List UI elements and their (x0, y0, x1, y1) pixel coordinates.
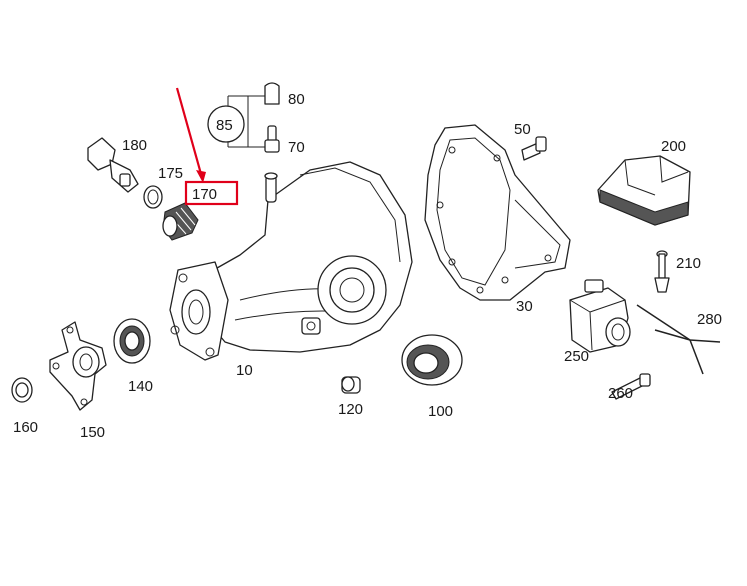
part-180-sensor[interactable] (87, 137, 139, 193)
label-50[interactable]: 50 (514, 121, 531, 138)
part-250-actuator-motor[interactable] (569, 279, 631, 353)
part-50-bolt[interactable] (521, 136, 547, 161)
label-85[interactable]: 85 (216, 117, 233, 134)
label-30[interactable]: 30 (516, 298, 533, 315)
label-100[interactable]: 100 (428, 403, 453, 420)
highlight-callout (175, 87, 239, 206)
part-70-breather-valve[interactable] (248, 125, 280, 153)
label-200[interactable]: 200 (661, 138, 686, 155)
label-10[interactable]: 10 (236, 362, 253, 379)
label-160[interactable]: 160 (13, 419, 38, 436)
label-260[interactable]: 260 (608, 385, 633, 402)
label-150[interactable]: 150 (80, 424, 105, 441)
label-180[interactable]: 180 (122, 137, 147, 154)
label-170[interactable]: 170 (192, 186, 217, 203)
label-120[interactable]: 120 (338, 401, 363, 418)
part-10-differential-housing[interactable] (169, 161, 413, 361)
label-250[interactable]: 250 (564, 348, 589, 365)
arrow-head-icon (196, 170, 206, 183)
label-280[interactable]: 280 (697, 311, 722, 328)
part-100-shaft-seal[interactable] (401, 334, 463, 386)
part-140-seal[interactable] (113, 318, 151, 364)
part-260-screw[interactable] (611, 373, 651, 400)
part-175-seal-ring[interactable] (143, 185, 163, 209)
part-80-breather-cap[interactable] (248, 82, 280, 105)
part-120-bushing[interactable] (341, 376, 361, 394)
part-160-collar-nut[interactable] (11, 377, 33, 403)
label-80[interactable]: 80 (288, 91, 305, 108)
label-175[interactable]: 175 (158, 165, 183, 182)
part-170-threaded-plug[interactable] (162, 202, 199, 241)
label-70[interactable]: 70 (288, 139, 305, 156)
highlight-arrow (175, 87, 203, 175)
highlight-box (184, 180, 239, 206)
label-210[interactable]: 210 (676, 255, 701, 272)
part-280-cable-harness[interactable] (636, 304, 721, 375)
part-200-control-unit[interactable] (597, 155, 691, 226)
part-labels: 10 30 50 70 80 85 100 120 140 150 160 17… (13, 91, 722, 441)
part-150-companion-flange[interactable] (49, 321, 107, 411)
label-140[interactable]: 140 (128, 378, 153, 395)
part-85-kit-indicator[interactable] (207, 95, 249, 148)
part-30-housing-cover[interactable] (424, 124, 571, 301)
part-210-bolt[interactable] (654, 250, 670, 293)
